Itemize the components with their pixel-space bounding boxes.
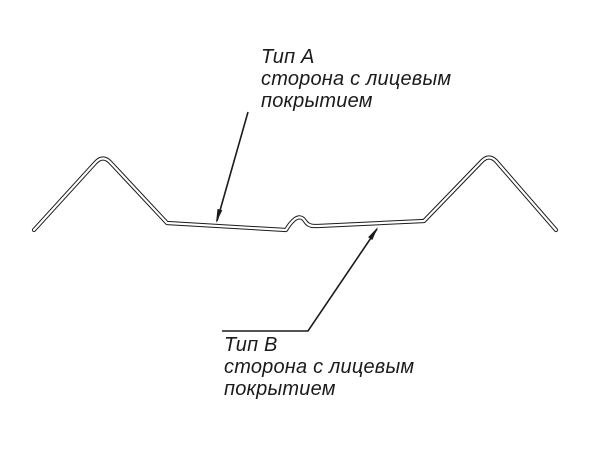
label-type-b: Тип В сторона с лицевым покрытием [224,334,414,400]
label-type-b-line2: сторона с лицевым [224,356,415,378]
arrowhead-type-b [368,227,378,240]
leader-line-type-b [222,228,378,332]
label-type-a-title: Тип А [261,46,315,68]
label-type-a-line3: покрытием [261,90,373,112]
label-type-b-line3: покрытием [224,378,336,400]
label-type-a-line2: сторона с лицевым [261,68,452,90]
leader-line-type-a [216,111,249,222]
label-type-b-title: Тип В [224,334,278,356]
arrowhead-type-a [216,208,223,223]
sheet-profile-core [32,156,558,232]
label-type-a: Тип А сторона с лицевым покрытием [261,46,451,112]
